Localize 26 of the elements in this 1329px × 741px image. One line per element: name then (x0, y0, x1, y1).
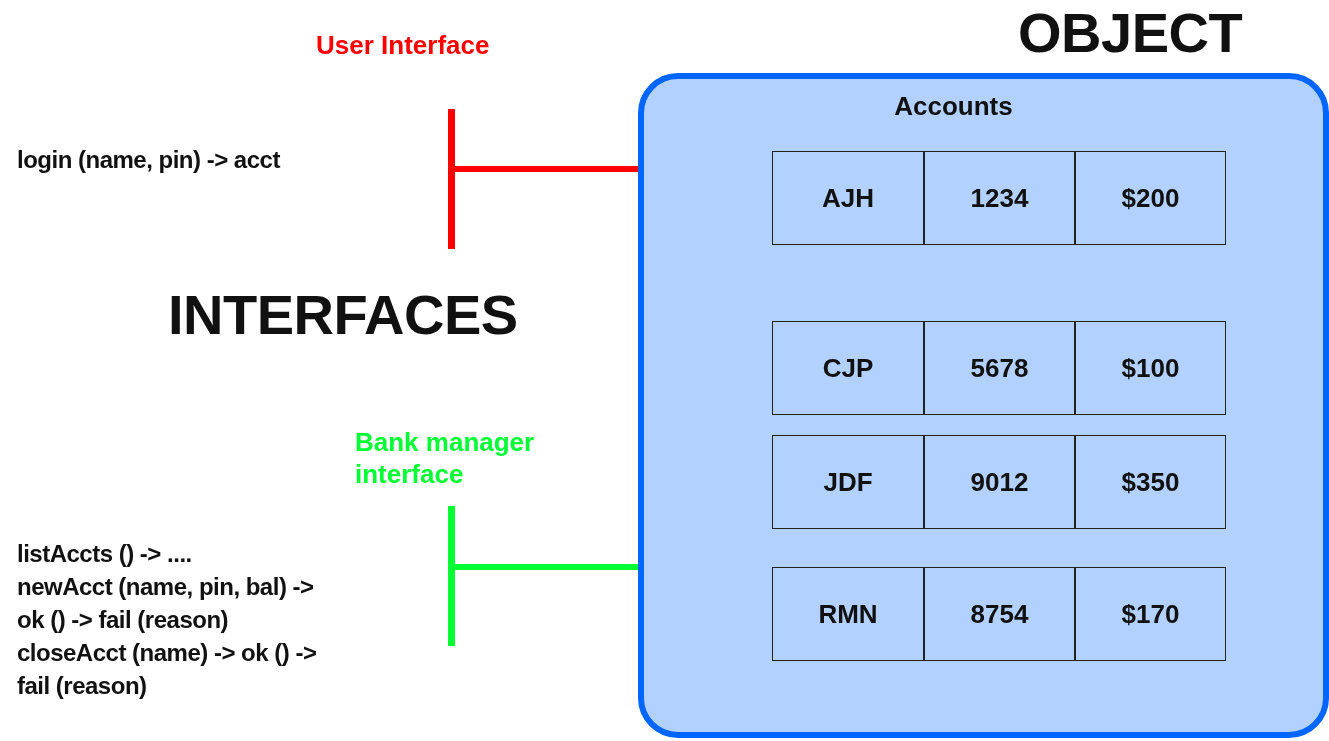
section-heading: OBJECT (1018, 0, 1243, 65)
table-cell: 9012 (924, 435, 1075, 529)
method-signature: newAcct (name, pin, bal) -> ok () -> fail (reason) (17, 572, 315, 635)
section-heading: INTERFACES (168, 282, 518, 347)
connector-line (455, 166, 638, 172)
interface-bar (448, 506, 455, 646)
connector-line (455, 564, 638, 570)
object-title: Accounts (893, 91, 1014, 122)
table-cell: RMN (772, 567, 924, 661)
table-cell: 5678 (924, 321, 1075, 415)
table-cell: 1234 (924, 151, 1075, 245)
table-cell: $200 (1075, 151, 1226, 245)
method-signature: login (name, pin) -> acct (17, 145, 282, 175)
table-cell: $350 (1075, 435, 1226, 529)
table-cell: AJH (772, 151, 924, 245)
method-signature: closeAcct (name) -> ok () -> fail (reason) (17, 638, 318, 701)
table-cell: 8754 (924, 567, 1075, 661)
interface-heading: User Interface (316, 29, 491, 61)
interface-heading: Bank manager interface (355, 426, 536, 490)
table-cell: JDF (772, 435, 924, 529)
interface-bar (448, 109, 455, 249)
table-cell: $170 (1075, 567, 1226, 661)
method-signature: listAccts () -> .... (17, 539, 193, 569)
object-box (638, 73, 1329, 738)
table-cell: CJP (772, 321, 924, 415)
table-cell: $100 (1075, 321, 1226, 415)
